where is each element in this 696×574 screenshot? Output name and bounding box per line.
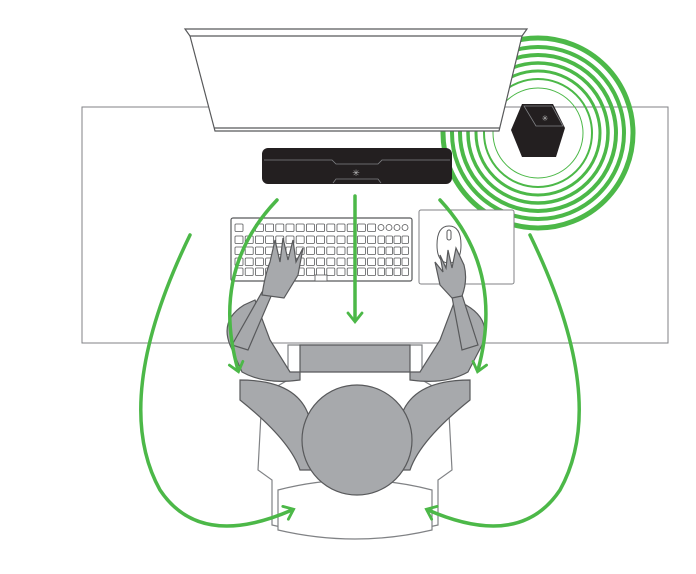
keyboard-key — [385, 235, 393, 244]
keyboard-key — [401, 257, 409, 266]
keyboard-key — [356, 246, 366, 255]
keyboard-key — [393, 235, 401, 244]
subwoofer-sound-waves — [440, 35, 636, 231]
keyboard — [230, 217, 413, 282]
keyboard-key — [401, 224, 409, 231]
keyboard-key — [393, 224, 401, 231]
arrow-left-outer — [139, 233, 296, 528]
keyboard-key — [377, 224, 385, 231]
keyboard-key — [326, 223, 336, 232]
razer-logo: ✳ — [352, 168, 360, 178]
keyboard-key — [254, 257, 264, 266]
arrow-left-inner — [227, 198, 279, 374]
keyboard-key — [393, 257, 401, 266]
keyboard-key — [356, 223, 366, 232]
soundbar: ✳ — [262, 148, 452, 184]
keyboard-key — [285, 223, 295, 232]
keyboard-key — [377, 257, 385, 266]
keyboard-key — [316, 223, 326, 232]
subwoofer: ✳ — [511, 104, 565, 157]
keyboard-key — [295, 235, 305, 244]
keyboard-key — [401, 267, 409, 276]
keyboard-key — [244, 267, 254, 276]
keyboard-key — [305, 257, 315, 266]
keyboard-key — [305, 267, 315, 276]
keyboard-key — [367, 235, 377, 244]
keyboard-key — [385, 224, 393, 231]
keyboard-key — [336, 246, 346, 255]
keyboard-key — [265, 223, 275, 232]
keyboard-key — [377, 235, 385, 244]
keyboard-key — [316, 257, 326, 266]
person — [226, 237, 486, 496]
keyboard-key — [265, 235, 275, 244]
keyboard-key — [401, 235, 409, 244]
keyboard-key — [377, 267, 385, 276]
keyboard-key — [367, 257, 377, 266]
keyboard-key — [336, 257, 346, 266]
keyboard-key — [367, 246, 377, 255]
arrow-right-outer — [424, 233, 581, 528]
keyboard-key — [356, 257, 366, 266]
sound-direction-arrows — [139, 194, 581, 528]
keyboard-key — [385, 267, 393, 276]
keyboard-key — [356, 267, 366, 276]
keyboard-key — [393, 267, 401, 276]
mousepad — [418, 209, 515, 285]
monitor — [183, 28, 529, 132]
keyboard-key — [234, 235, 244, 244]
keyboard-key — [377, 246, 385, 255]
keyboard-key — [305, 223, 315, 232]
keyboard-key — [254, 235, 264, 244]
keyboard-key — [356, 235, 366, 244]
keyboard-key — [326, 235, 336, 244]
keyboard-key — [305, 235, 315, 244]
keyboard-key — [305, 246, 315, 255]
keyboard-key — [254, 246, 264, 255]
keyboard-key — [393, 246, 401, 255]
keyboard-key — [244, 246, 254, 255]
keyboard-key — [316, 235, 326, 244]
keyboard-key — [316, 246, 326, 255]
arrow-right-inner — [438, 198, 488, 374]
keyboard-key — [367, 223, 377, 232]
keyboard-key — [336, 267, 346, 276]
razer-logo: ✳ — [542, 114, 549, 123]
keyboard-key — [385, 246, 393, 255]
keyboard-key — [326, 257, 336, 266]
left-hand — [261, 237, 304, 299]
keyboard-key — [367, 267, 377, 276]
keyboard-key — [336, 223, 346, 232]
head — [301, 384, 413, 496]
keyboard-key — [295, 223, 305, 232]
right-hand — [434, 246, 467, 299]
keyboard-key — [401, 246, 409, 255]
keyboard-key — [254, 267, 264, 276]
keyboard-key — [385, 257, 393, 266]
keyboard-key — [234, 223, 244, 232]
keyboard-key — [244, 257, 254, 266]
keyboard-key — [275, 223, 285, 232]
keyboard-key — [326, 267, 336, 276]
keyboard-key — [316, 267, 326, 276]
keyboard-key — [326, 246, 336, 255]
keyboard-key — [336, 235, 346, 244]
